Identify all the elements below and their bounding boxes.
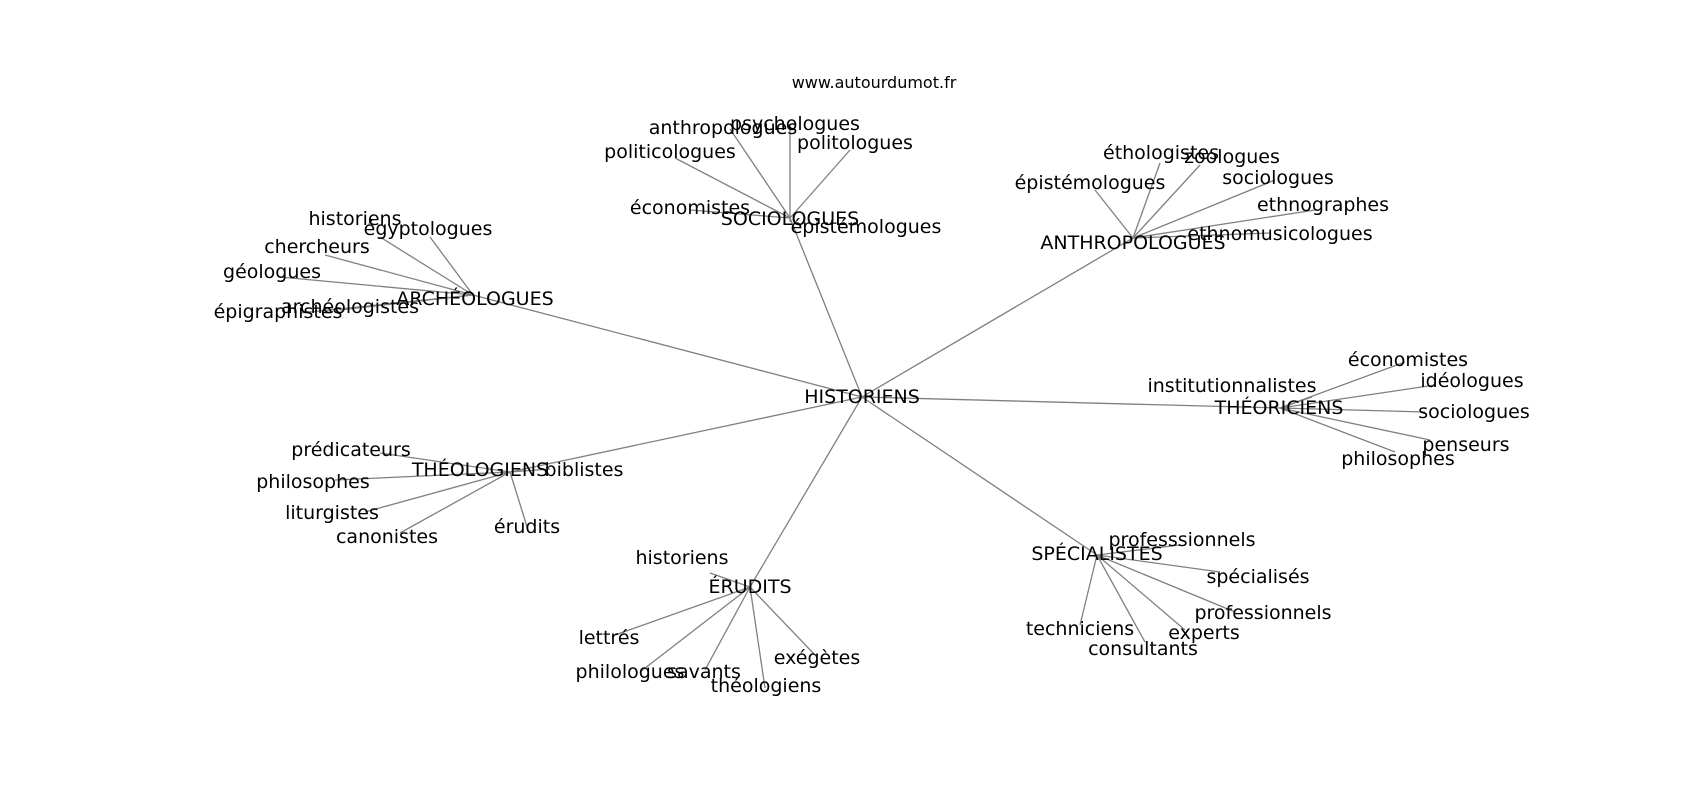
edge-archeologues-leaf-5 (299, 294, 474, 314)
leaf-node-anthropologues-0[interactable]: éthologistes (1103, 142, 1219, 164)
leaf-node-archeologues-0[interactable]: historiens (308, 208, 401, 230)
leaf-node-theoriciens-2[interactable]: idéologues (1420, 370, 1523, 392)
hub-node-erudits[interactable]: ÉRUDITS (708, 575, 791, 598)
edge-anthropologues-leaf-3 (1094, 189, 1134, 239)
edge-specialistes-leaf-4 (1096, 554, 1186, 631)
leaf-node-erudits-3[interactable]: philologues (576, 661, 685, 683)
leaf-node-theologiens-4[interactable]: canonistes (336, 526, 438, 548)
leaf-node-specialistes-1[interactable]: spécialisés (1206, 566, 1309, 588)
edge-archeologues-leaf-0 (379, 236, 474, 296)
leaf-node-sociologues-0[interactable]: anthropologues (649, 117, 797, 139)
hub-node-theoriciens[interactable]: THÉORICIENS (1214, 396, 1344, 419)
leaf-node-anthropologues-3[interactable]: épistémologues (1015, 172, 1166, 194)
edge-theologiens-leaf-4 (399, 471, 511, 534)
edge-theoriciens-leaf-2 (1279, 384, 1436, 409)
edge-erudits-leaf-3 (639, 586, 751, 673)
edge-erudits-leaf-2 (749, 586, 816, 656)
leaf-node-specialistes-2[interactable]: professionnels (1194, 602, 1331, 624)
edge-anthropologues-leaf-1 (1132, 164, 1201, 239)
edge-center-anthropologues (861, 237, 1134, 398)
leaf-node-erudits-1[interactable]: lettrés (579, 627, 640, 649)
edge-center-archeologues (472, 294, 863, 398)
edge-anthropologues-leaf-2 (1132, 179, 1276, 239)
edge-anthropologues-leaf-4 (1132, 209, 1316, 239)
leaf-node-anthropologues-5[interactable]: ethnomusicologues (1187, 223, 1372, 245)
edge-theologiens-leaf-1 (509, 468, 551, 473)
center-node-label[interactable]: HISTORIENS (804, 386, 920, 408)
leaf-node-specialistes-3[interactable]: techniciens (1026, 618, 1134, 640)
leaf-node-theoriciens-4[interactable]: penseurs (1422, 434, 1509, 456)
edge-specialistes-leaf-0 (1096, 544, 1181, 556)
edge-archeologues-leaf-3 (279, 276, 474, 296)
leaf-node-theoriciens-3[interactable]: sociologues (1418, 401, 1529, 423)
edge-archeologues-leaf-1 (429, 236, 474, 296)
leaf-node-specialistes-0[interactable]: professsionnels (1108, 529, 1255, 551)
edge-anthropologues-leaf-5 (1132, 232, 1271, 239)
edge-sociologues-leaf-3 (674, 157, 791, 219)
leaf-node-anthropologues-1[interactable]: zoologues (1184, 146, 1280, 168)
leaf-node-theologiens-1[interactable]: biblistes (545, 459, 624, 481)
leaf-node-theologiens-5[interactable]: érudits (494, 516, 560, 538)
edge-center-theologiens (509, 396, 863, 473)
leaf-node-theologiens-0[interactable]: prédicateurs (291, 439, 410, 461)
edge-theoriciens-leaf-4 (1279, 407, 1431, 441)
edge-theologiens-leaf-5 (509, 471, 529, 531)
leaf-node-erudits-2[interactable]: exégètes (774, 647, 861, 669)
leaf-node-theoriciens-0[interactable]: économistes (1348, 349, 1468, 371)
graph-edges (279, 125, 1436, 689)
leaf-node-sociologues-1[interactable]: psychologues (730, 113, 860, 135)
edge-center-specialistes (861, 396, 1098, 556)
edge-theologiens-leaf-0 (379, 452, 511, 473)
edge-archeologues-leaf-2 (324, 254, 474, 296)
edge-center-erudits (749, 396, 863, 588)
leaf-node-theoriciens-5[interactable]: philosophes (1341, 448, 1455, 470)
edge-erudits-leaf-4 (704, 586, 751, 671)
edge-theologiens-leaf-2 (334, 471, 511, 481)
leaf-node-theoriciens-1[interactable]: institutionnalistes (1147, 375, 1316, 397)
edge-sociologues-leaf-0 (729, 128, 791, 219)
hub-node-specialistes[interactable]: SPÉCIALISTES (1031, 542, 1162, 565)
leaf-node-sociologues-3[interactable]: politicologues (604, 141, 736, 163)
leaf-node-theologiens-2[interactable]: philosophes (256, 471, 370, 493)
edge-theoriciens-leaf-3 (1279, 407, 1426, 413)
leaf-node-sociologues-5[interactable]: épistémologues (791, 216, 942, 238)
edge-specialistes-leaf-3 (1079, 554, 1098, 626)
hub-node-archeologues[interactable]: ARCHÉOLOGUES (396, 287, 553, 310)
leaf-node-archeologues-4[interactable]: archéologistes (281, 296, 419, 318)
edge-sociologues-leaf-2 (789, 149, 851, 219)
edge-erudits-leaf-1 (614, 586, 751, 636)
edge-theoriciens-leaf-1 (1279, 396, 1313, 409)
edge-specialistes-leaf-1 (1096, 554, 1221, 573)
leaf-node-anthropologues-4[interactable]: ethnographes (1257, 194, 1389, 216)
leaf-node-sociologues-2[interactable]: politologues (797, 132, 913, 154)
leaf-node-archeologues-2[interactable]: chercheurs (264, 236, 370, 258)
edge-theoriciens-leaf-5 (1279, 407, 1396, 453)
edge-erudits-leaf-5 (749, 586, 766, 689)
hub-node-theologiens[interactable]: THÉOLOGIENS (411, 458, 548, 481)
edge-specialistes-leaf-5 (1096, 554, 1146, 643)
edge-sociologues-leaf-4 (689, 209, 791, 219)
edge-theologiens-leaf-3 (364, 471, 511, 513)
leaf-node-archeologues-1[interactable]: égyptologues (364, 218, 493, 240)
edge-center-sociologues (789, 217, 863, 398)
leaf-node-sociologues-4[interactable]: économistes (630, 197, 750, 219)
leaf-node-specialistes-5[interactable]: consultants (1088, 638, 1198, 660)
hub-node-anthropologues[interactable]: ANTHROPOLOGUES (1040, 232, 1225, 254)
leaf-node-anthropologues-2[interactable]: sociologues (1222, 167, 1333, 189)
leaf-node-erudits-5[interactable]: théologiens (711, 675, 822, 697)
leaf-node-archeologues-3[interactable]: géologues (223, 261, 321, 283)
leaf-node-erudits-0[interactable]: historiens (635, 547, 728, 569)
edge-center-theoriciens (861, 396, 1281, 409)
leaf-node-theologiens-3[interactable]: liturgistes (285, 502, 379, 524)
leaf-node-erudits-4[interactable]: savants (667, 661, 741, 683)
leaf-node-archeologues-5[interactable]: épigraphistes (214, 301, 343, 323)
leaf-node-specialistes-4[interactable]: experts (1168, 622, 1240, 644)
edge-anthropologues-leaf-0 (1132, 162, 1161, 239)
graph-labels: HISTORIENS SOCIOLOGUES anthropologuespsych… (214, 113, 1530, 697)
hub-node-sociologues[interactable]: SOCIOLOGUES (721, 208, 859, 230)
edge-erudits-leaf-0 (709, 572, 751, 588)
edge-specialistes-leaf-2 (1096, 554, 1236, 613)
